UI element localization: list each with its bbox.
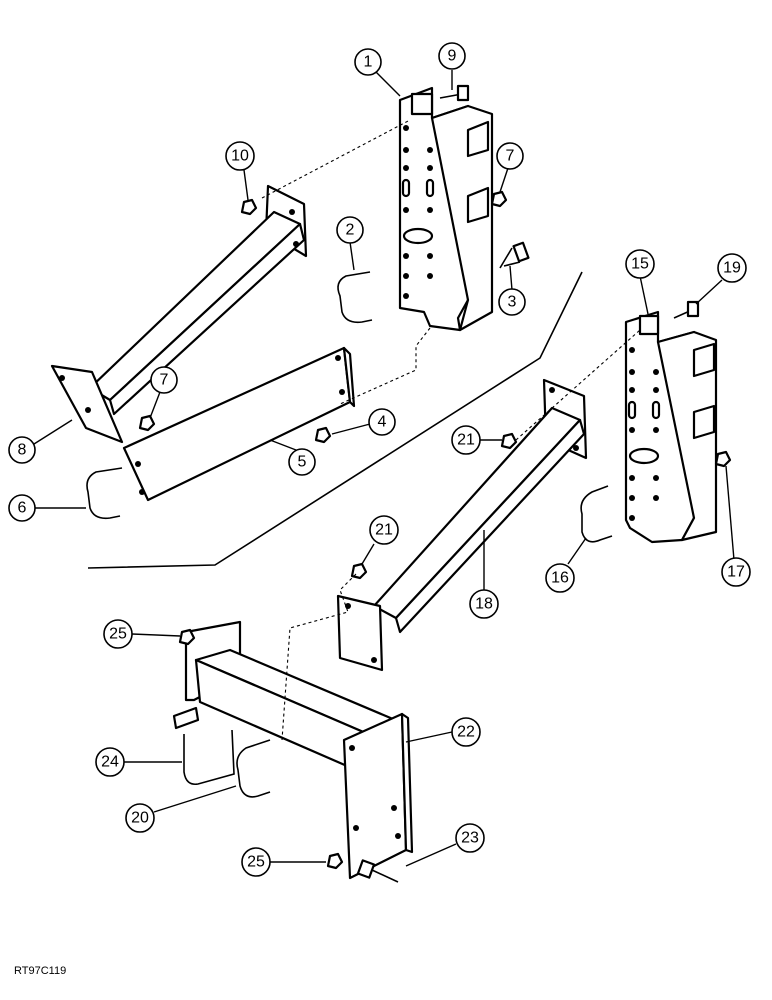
callout-6: 6 bbox=[8, 494, 86, 522]
nut-part-10 bbox=[240, 198, 258, 216]
callout-4: 4 bbox=[331, 408, 396, 436]
callout-22: 22 bbox=[405, 717, 481, 747]
callout-label: 17 bbox=[727, 564, 745, 581]
callout-label: 22 bbox=[457, 724, 475, 741]
bracket-part-1 bbox=[398, 86, 494, 332]
callout-20: 20 bbox=[125, 785, 237, 833]
callout-3: 3 bbox=[498, 265, 526, 316]
callout-label: 16 bbox=[551, 570, 569, 587]
ubolt-part-2 bbox=[337, 271, 373, 324]
figure-ref-code: RT97C119 bbox=[14, 965, 66, 977]
nut-part-25b bbox=[326, 852, 344, 870]
ubolt-part-16 bbox=[580, 485, 613, 543]
callout-label: 25 bbox=[109, 626, 127, 643]
callout-label: 9 bbox=[448, 48, 457, 65]
callout-5: 5 bbox=[269, 439, 316, 476]
callout-label: 21 bbox=[375, 522, 393, 539]
callout-label: 24 bbox=[101, 754, 119, 771]
callout-8: 8 bbox=[8, 419, 73, 464]
callout-label: 2 bbox=[346, 222, 355, 239]
callout-label: 8 bbox=[18, 442, 27, 459]
callout-label: 23 bbox=[461, 830, 479, 847]
callout-label: 3 bbox=[508, 294, 517, 311]
callout-17: 17 bbox=[721, 465, 751, 587]
nut-part-7a bbox=[490, 190, 508, 208]
ubolt-part-20 bbox=[236, 739, 271, 798]
nut-part-4 bbox=[314, 426, 332, 444]
bracket-part-15 bbox=[624, 310, 718, 544]
callout-25-upper: 25 bbox=[103, 619, 181, 649]
callout-label: 4 bbox=[378, 414, 387, 431]
crossbar-part-22 bbox=[172, 620, 414, 880]
callout-label: 15 bbox=[631, 256, 649, 273]
bolt-part-3 bbox=[499, 241, 530, 269]
callout-label: 1 bbox=[364, 54, 373, 71]
arm-part-18 bbox=[336, 378, 588, 672]
callout-label: 18 bbox=[475, 596, 493, 613]
nut-part-7b bbox=[138, 414, 156, 432]
bolt-part-23 bbox=[356, 859, 399, 883]
callout-21-lower: 21 bbox=[361, 515, 399, 565]
callout-7-lower: 7 bbox=[149, 366, 178, 419]
arm-part-8 bbox=[50, 184, 308, 444]
callout-label: 25 bbox=[247, 854, 265, 871]
callout-21-upper: 21 bbox=[451, 425, 502, 455]
callout-23: 23 bbox=[405, 823, 485, 867]
separator-line bbox=[87, 271, 583, 569]
callout-25-lower: 25 bbox=[241, 847, 326, 877]
callout-16: 16 bbox=[545, 537, 587, 593]
callout-label: 10 bbox=[231, 148, 249, 165]
callout-label: 19 bbox=[723, 260, 741, 277]
callout-label: 20 bbox=[131, 810, 149, 827]
callout-label: 6 bbox=[18, 500, 27, 517]
callout-7-upper: 7 bbox=[496, 142, 524, 193]
bolt-part-19 bbox=[673, 300, 700, 319]
callout-10: 10 bbox=[225, 141, 255, 201]
callout-24: 24 bbox=[95, 747, 182, 777]
callout-19: 19 bbox=[695, 253, 747, 305]
ubolt-part-24 bbox=[183, 729, 235, 786]
bolt-part-9 bbox=[439, 84, 470, 102]
callout-2: 2 bbox=[336, 216, 364, 271]
nut-part-25a bbox=[178, 628, 196, 646]
callout-label: 7 bbox=[506, 148, 515, 165]
callout-label: 5 bbox=[298, 454, 307, 471]
callout-label: 21 bbox=[457, 432, 475, 449]
callout-9: 9 bbox=[438, 42, 466, 90]
ubolt-part-6 bbox=[86, 467, 123, 520]
callout-18: 18 bbox=[469, 530, 499, 619]
nut-part-17 bbox=[714, 450, 732, 468]
callout-label: 7 bbox=[160, 372, 169, 389]
nut-part-21a bbox=[500, 432, 518, 450]
callout-1: 1 bbox=[354, 48, 401, 97]
plate-part-5 bbox=[122, 346, 356, 502]
callout-15: 15 bbox=[625, 249, 655, 315]
